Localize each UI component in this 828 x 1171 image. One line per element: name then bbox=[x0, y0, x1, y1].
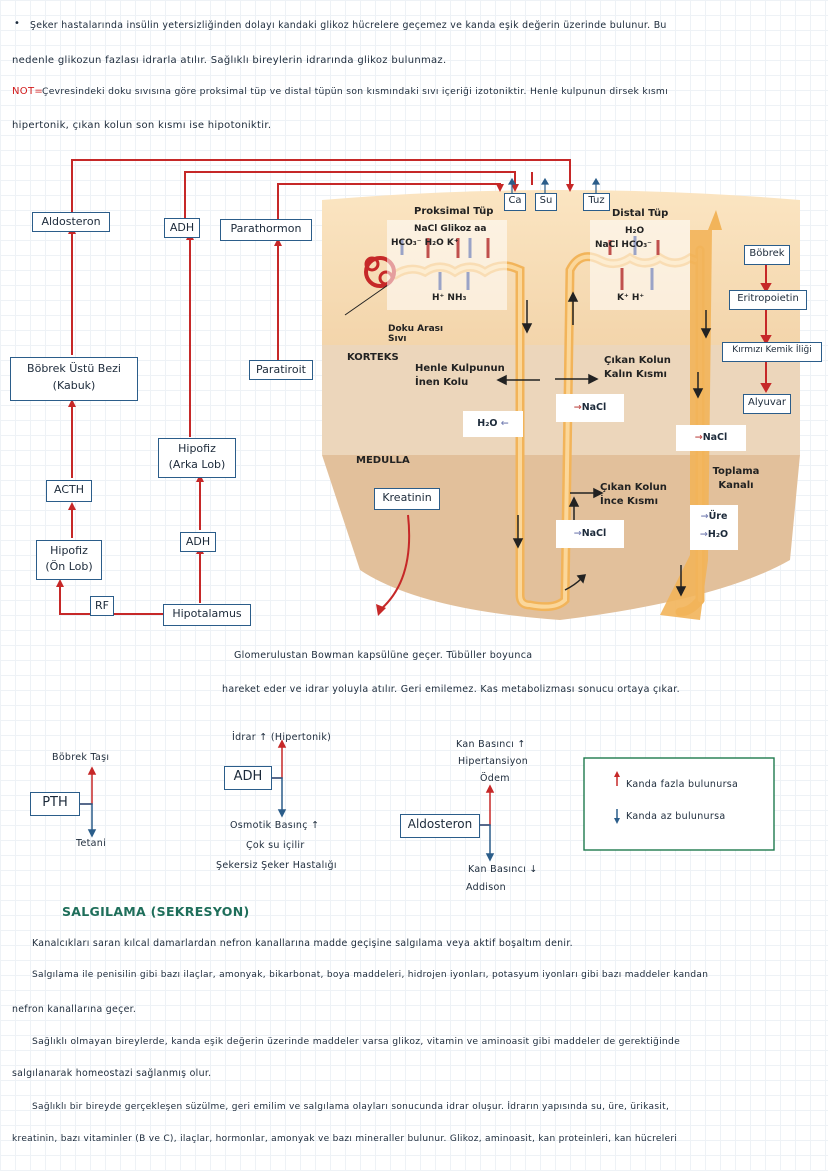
tuz-box: Tuz bbox=[583, 193, 610, 211]
adh-box-top: ADH bbox=[164, 218, 200, 238]
adh-down-line-1: Osmotik Basınç ↑ bbox=[230, 820, 320, 831]
proksimal-secrete-label: H⁺ NH₃ bbox=[432, 293, 467, 303]
salgilama-p2a: Salgılama ile penisilin gibi bazı ilaçla… bbox=[32, 970, 709, 980]
toplama-kanali-label: Toplama Kanalı bbox=[712, 466, 760, 491]
h2o-left-arrow-icon: ← bbox=[500, 418, 509, 429]
nacl-box-1: →NaCl bbox=[556, 394, 624, 422]
pth-box: PTH bbox=[30, 792, 80, 816]
h2o-left-label: H₂O bbox=[477, 418, 498, 429]
aldosteron-box: Aldosteron bbox=[32, 212, 110, 232]
intro-line-2: nedenle glikozun fazlası idrarla atılır.… bbox=[12, 55, 447, 66]
ure-row: →Üre bbox=[690, 508, 738, 526]
adh-effect-box: ADH bbox=[224, 766, 272, 790]
intro-line-4: hipertonik, çıkan kolun son kısmı ise hi… bbox=[12, 120, 272, 131]
nacl-3-label: NaCl bbox=[581, 528, 607, 539]
eritropoietin-box: Eritropoietin bbox=[729, 290, 807, 310]
aldo-up-line-2: Hipertansiyon bbox=[458, 756, 529, 767]
salgilama-p2b: nefron kanallarına geçer. bbox=[12, 1004, 137, 1015]
h2o-right-label: H₂O bbox=[707, 529, 729, 540]
aldo-down-line-2: Addison bbox=[466, 882, 506, 893]
distal-h2o-label: H₂O bbox=[625, 226, 645, 236]
legend-high-label: Kanda fazla bulunursa bbox=[626, 779, 739, 790]
h2o-right-row: →H₂O bbox=[690, 526, 738, 544]
adh-up-label: İdrar ↑ (Hipertonik) bbox=[232, 732, 332, 743]
adh-down-line-2: Çok su içilir bbox=[246, 840, 305, 851]
aldo-up-line-3: Ödem bbox=[480, 773, 510, 784]
nacl-2-arrow-icon: → bbox=[694, 432, 703, 443]
ure-arrow-icon: → bbox=[700, 511, 709, 522]
proksimal-ions-label: HCO₃⁻ H₂O K⁺ bbox=[391, 238, 459, 248]
rf-box: RF bbox=[90, 596, 114, 616]
acth-box: ACTH bbox=[46, 480, 92, 502]
nacl-2-label: NaCl bbox=[702, 432, 728, 443]
parathormon-box: Parathormon bbox=[220, 219, 312, 241]
kreatinin-box: Kreatinin bbox=[374, 488, 440, 510]
bullet-icon: • bbox=[14, 18, 21, 29]
h2o-right-arrow-icon: → bbox=[699, 529, 708, 540]
doku-arasi-sivi-label: Doku Arası Sıvı bbox=[388, 324, 444, 344]
su-box: Su bbox=[535, 193, 557, 211]
kreatinin-note-line-1: Glomerulustan Bowman kapsülüne geçer. Tü… bbox=[234, 650, 533, 661]
distal-ions-label: NaCl HCO₃⁻ bbox=[595, 240, 652, 250]
bobrek-ustu-bezi-box: Böbrek Üstü Bezi (Kabuk) bbox=[10, 357, 138, 401]
salgilama-p4b: kreatinin, bazı vitaminler (B ve C), ila… bbox=[12, 1134, 678, 1144]
bobrek-box: Böbrek bbox=[744, 245, 790, 265]
pth-up-label: Böbrek Taşı bbox=[52, 752, 110, 763]
ca-box: Ca bbox=[504, 193, 526, 211]
adh-box-bottom: ADH bbox=[180, 532, 216, 552]
salgilama-p3b: salgılanarak homeostazi sağlanmış olur. bbox=[12, 1068, 212, 1079]
salgilama-heading: SALGILAMA (SEKRESYON) bbox=[62, 904, 250, 919]
hipofiz-on-lob-box: Hipofiz (Ön Lob) bbox=[36, 540, 102, 580]
hipotalamus-box: Hipotalamus bbox=[163, 604, 251, 626]
distal-tup-label: Distal Tüp bbox=[612, 208, 669, 219]
pth-down-label: Tetani bbox=[76, 838, 107, 849]
salgilama-p4a: Sağlıklı bir bireyde gerçekleşen süzülme… bbox=[32, 1102, 670, 1112]
salgilama-p3a: Sağlıklı olmayan bireylerde, kanda eşik … bbox=[32, 1036, 681, 1047]
aldosteron-effect-box: Aldosteron bbox=[400, 814, 480, 838]
henle-inen-kol-label: Henle Kulpunun İnen Kolu bbox=[415, 363, 505, 388]
medulla-label: MEDULLA bbox=[356, 455, 410, 466]
kemik-iligi-box: Kırmızı Kemik İliği bbox=[722, 342, 822, 362]
paratiroit-box: Paratiroit bbox=[249, 360, 313, 380]
nacl-1-label: NaCl bbox=[581, 402, 607, 413]
proksimal-reabsorb-label: NaCl Glikoz aa bbox=[414, 224, 487, 234]
salgilama-p1: Kanalcıkları saran kılcal damarlardan ne… bbox=[32, 938, 573, 949]
nacl-box-3: →NaCl bbox=[556, 520, 624, 548]
note-label: NOT= bbox=[12, 86, 44, 97]
intro-line-3: Çevresindeki doku sıvısına göre proksima… bbox=[42, 86, 669, 97]
adh-down-line-3: Şekersiz Şeker Hastalığı bbox=[216, 860, 337, 871]
alyuvar-box: Alyuvar bbox=[743, 394, 791, 414]
ure-h2o-box: →Üre →H₂O bbox=[690, 505, 738, 550]
nacl-1-arrow-icon: → bbox=[573, 402, 582, 413]
nacl-box-2: →NaCl bbox=[676, 425, 746, 451]
proksimal-tup-label: Proksimal Tüp bbox=[414, 206, 494, 217]
cikan-ince-kisim-label: Çıkan Kolun İnce Kısmı bbox=[600, 482, 667, 507]
h2o-left-box: H₂O ← bbox=[463, 411, 523, 437]
aldo-down-line-1: Kan Basıncı ↓ bbox=[468, 864, 538, 875]
aldo-up-line-1: Kan Basıncı ↑ bbox=[456, 739, 526, 750]
cikan-kalin-kisim-label: Çıkan Kolun Kalın Kısmı bbox=[604, 355, 671, 380]
nacl-3-arrow-icon: → bbox=[573, 528, 582, 539]
kreatinin-note-line-2: hareket eder ve idrar yoluyla atılır. Ge… bbox=[222, 684, 680, 695]
korteks-label: KORTEKS bbox=[347, 352, 399, 363]
intro-line-1: Şeker hastalarında insülin yetersizliğin… bbox=[30, 20, 667, 31]
distal-secrete-label: K⁺ H⁺ bbox=[617, 293, 645, 303]
legend-low-label: Kanda az bulunursa bbox=[626, 811, 726, 822]
hipofiz-arka-lob-box: Hipofiz (Arka Lob) bbox=[158, 438, 236, 478]
ure-label: Üre bbox=[708, 511, 728, 522]
